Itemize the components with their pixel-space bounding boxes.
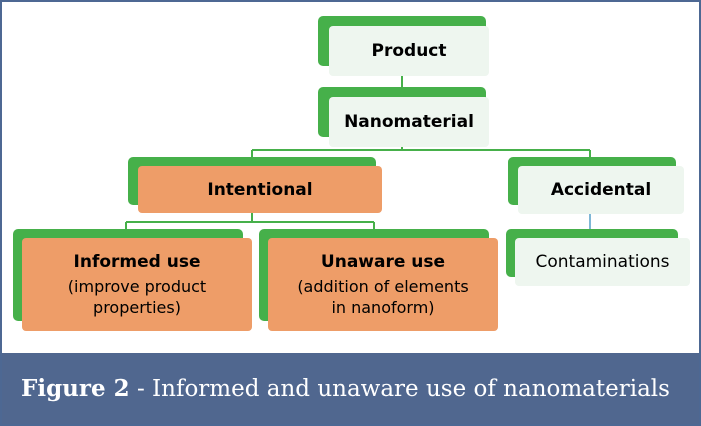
connector-lines xyxy=(125,68,591,232)
node-contaminations-label: Contaminations xyxy=(535,252,670,272)
node-contaminations: Contaminations xyxy=(506,229,690,286)
node-unaware-use-desc-line1: (addition of elements xyxy=(297,276,469,296)
node-informed-use-desc-line1: (improve product xyxy=(67,276,207,296)
node-unaware-use-desc-line2: in nanoform) xyxy=(331,297,435,317)
node-accidental-label: Accidental xyxy=(550,180,652,200)
caption-separator: - xyxy=(129,375,153,402)
node-product: Product xyxy=(318,16,489,76)
node-intentional-label: Intentional xyxy=(207,179,313,200)
node-unaware-use-title: Unaware use xyxy=(320,251,446,272)
node-nanomaterial: Nanomaterial xyxy=(318,87,489,147)
caption-text: Informed and unaware use of nanomaterial… xyxy=(152,375,670,402)
node-informed-use-desc-line2: properties) xyxy=(93,297,181,317)
node-nanomaterial-label: Nanomaterial xyxy=(344,112,474,132)
node-informed-use-desc: (improve product properties) xyxy=(68,276,206,318)
caption-figure-number: Figure 2 xyxy=(21,375,130,402)
node-product-label: Product xyxy=(371,41,447,61)
node-unaware-use: Unaware use (addition of elements in nan… xyxy=(259,229,498,331)
figure-caption: Figure 2 - Informed and unaware use of n… xyxy=(2,353,699,424)
node-informed-use: Informed use (improve product properties… xyxy=(13,229,252,331)
node-unaware-use-desc: (addition of elements in nanoform) xyxy=(297,276,468,318)
diagram: Product Nanomaterial Intentional Acciden… xyxy=(13,16,690,331)
node-informed-use-title: Informed use xyxy=(73,251,201,272)
node-accidental: Accidental xyxy=(508,157,684,214)
node-intentional: Intentional xyxy=(128,157,382,213)
